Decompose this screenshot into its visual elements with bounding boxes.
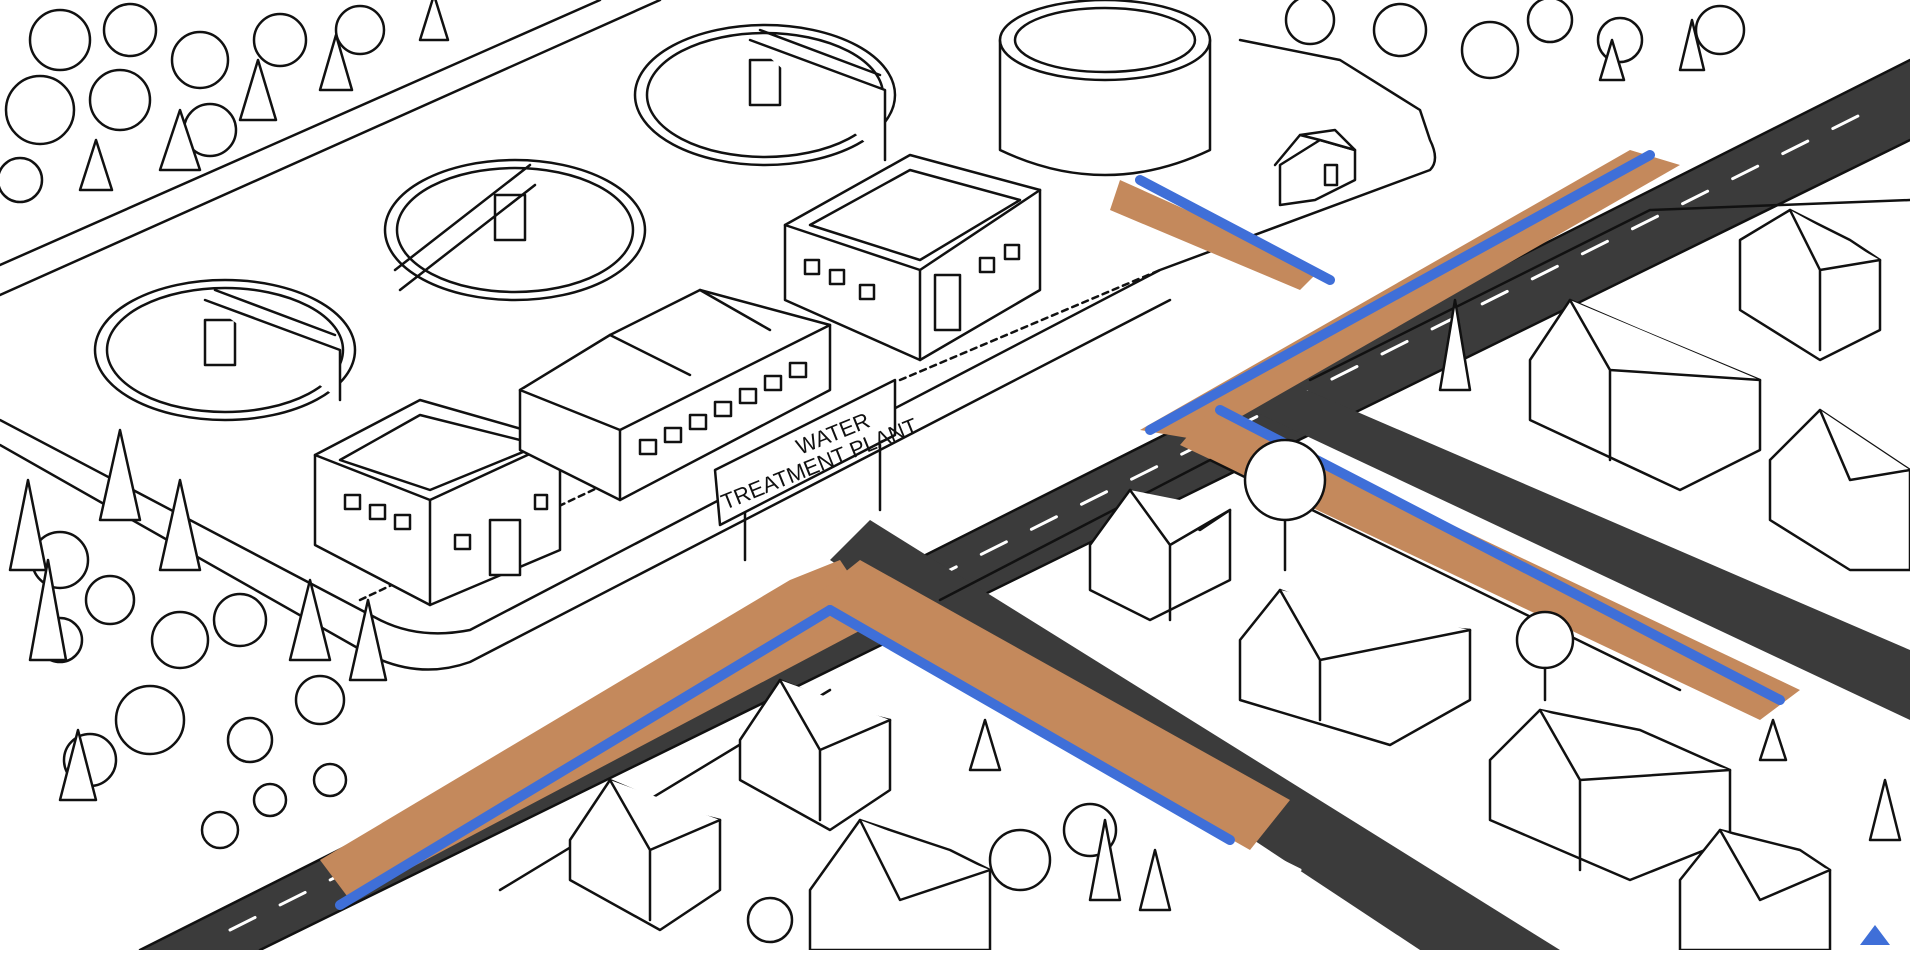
plant-building-right — [783, 153, 1042, 362]
house-8 — [738, 678, 892, 832]
pipe-main-north — [1145, 150, 1655, 435]
plant-building-left — [313, 398, 562, 607]
water-drop-logo-icon — [1860, 925, 1890, 945]
pipe-main-south — [335, 605, 835, 910]
clarifier-tank-2 — [383, 158, 647, 302]
house-7 — [568, 778, 722, 932]
house-2 — [1238, 588, 1472, 747]
forest-top-left — [0, 0, 450, 204]
storage-tank — [998, 0, 1212, 177]
house-3 — [1528, 298, 1762, 492]
house-10 — [1678, 828, 1832, 952]
clarifier-tank-1 — [93, 278, 357, 422]
house-group — [568, 208, 1910, 952]
house-5 — [1768, 408, 1910, 572]
house-9 — [808, 818, 992, 952]
trenches — [320, 150, 1800, 900]
clarifier-tank-3 — [633, 23, 897, 167]
pipe-branch-south — [825, 605, 1235, 845]
plant-building-middle — [518, 288, 832, 502]
house-6 — [1488, 708, 1732, 882]
house-4 — [1738, 208, 1882, 362]
house-1 — [1088, 488, 1232, 622]
shed — [1273, 128, 1357, 207]
pipe-tank-feed — [1135, 175, 1335, 285]
trees — [8, 0, 1902, 944]
